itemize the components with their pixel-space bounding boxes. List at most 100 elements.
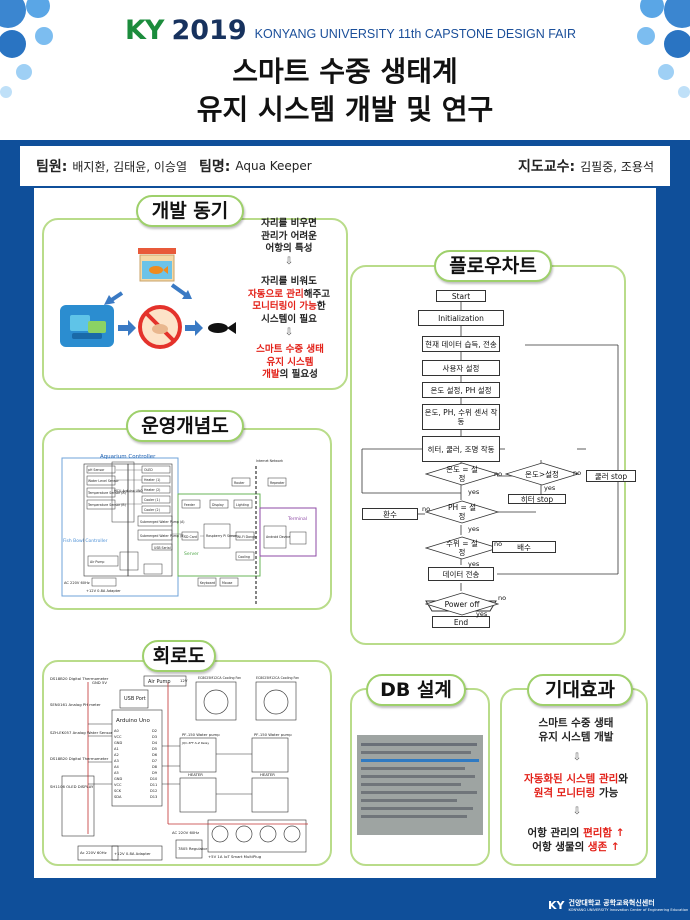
flow-start: Start <box>436 290 486 302</box>
motivation-text-3: 스마트 수중 생태 유지 시스템 개발의 필요성 <box>256 344 324 380</box>
down-arrow-icon: ⇩ <box>572 752 582 763</box>
circuit-diagram: DS18B20 Digital Thermometer SEN0161 Anal… <box>50 675 308 861</box>
advisor-names: 김필중, 조용석 <box>580 159 654 174</box>
flow-decision-power <box>425 592 499 616</box>
fair-year: 2019 <box>171 14 247 46</box>
flow-cooler-stop: 쿨러 stop <box>586 470 636 482</box>
fair-logo: KY 2019 KONYANG UNIVERSITY 11th CAPSTONE… <box>125 12 576 48</box>
flow-label-no: no <box>494 470 503 478</box>
flow-step-2: 사용자 설정 <box>422 360 500 376</box>
svg-text:PF-150 Water pump: PF-150 Water pump <box>182 732 220 737</box>
team-name: Aqua Keeper <box>235 159 312 173</box>
flow-change-water: 환수 <box>362 508 418 520</box>
svg-text:PF-150 Water pump: PF-150 Water pump <box>254 732 292 737</box>
fair-name: KONYANG UNIVERSITY 11th CAPSTONE DESIGN … <box>254 27 577 41</box>
motivation-illustration <box>60 248 236 349</box>
circuit-title: 회로도 <box>142 640 216 672</box>
advisor-label: 지도교수: <box>518 159 576 175</box>
motivation-text-1: 자리를 비우면 관리가 어려운 어항의 특성 <box>261 218 317 254</box>
svg-text:Lighting: Lighting <box>236 503 249 507</box>
svg-text:HEATER: HEATER <box>260 772 275 777</box>
svg-text:+5V 1A: +5V 1A <box>208 854 223 859</box>
svg-text:OLED: OLED <box>144 468 153 472</box>
svg-text:Keyboard: Keyboard <box>200 581 215 585</box>
concept-diagram: Aquarium Controller Fish Bowl Controller… <box>61 454 317 604</box>
svg-text:D6: D6 <box>152 753 158 757</box>
svg-text:A1: A1 <box>114 747 119 751</box>
flow-dec-2: 온도>설정 <box>525 469 559 479</box>
svg-text:DS18B20 Digital Thermometer: DS18B20 Digital Thermometer <box>50 676 109 681</box>
svg-text:D5: D5 <box>152 747 157 751</box>
poster-title-line-2: 유지 시스템 개발 및 연구 <box>196 93 494 126</box>
svg-text:D11: D11 <box>150 783 157 787</box>
flowchart-title: 플로우차트 <box>434 250 552 282</box>
svg-text:Air Pump: Air Pump <box>148 679 171 685</box>
adapter-label: +12V 0.8A Adapter <box>86 589 121 593</box>
down-arrow-icon: ⇩ <box>284 327 294 338</box>
svg-text:D10: D10 <box>150 777 158 781</box>
flow-label-yes: yes <box>476 610 488 618</box>
svg-text:EC8025M12CA Cooling Fan: EC8025M12CA Cooling Fan <box>256 676 299 680</box>
concept-title: 운영개념도 <box>126 410 244 442</box>
svg-text:EC8025M12CA Cooling Fan: EC8025M12CA Cooling Fan <box>198 676 241 680</box>
svg-text:Repeater: Repeater <box>270 481 285 485</box>
db-title: DB 설계 <box>366 674 466 706</box>
svg-text:GND 5V: GND 5V <box>92 680 107 685</box>
svg-text:IoT Smart MultiPlug: IoT Smart MultiPlug <box>224 854 262 859</box>
svg-text:USB Port: USB Port <box>124 696 146 702</box>
svg-text:Android Device: Android Device <box>266 535 290 539</box>
team-info-bar: 팀원: 배지환, 김태윤, 이승열 팀명: Aqua Keeper 지도교수: … <box>20 146 670 186</box>
bubble-decoration-right <box>637 0 690 98</box>
motivation-text-2: 자리를 비워도 자동으로 관리해주고 모니터링이 가능한 시스템이 필요 <box>248 276 330 325</box>
bubble-decoration-left <box>0 0 53 98</box>
flow-dec-5: Power off <box>444 599 480 609</box>
svg-text:Cooling: Cooling <box>238 555 250 559</box>
expect-text-3: 어항 관리의 편리함 ↑ 어항 생물의 생존 ↑ <box>527 827 625 853</box>
svg-text:D2: D2 <box>152 729 157 733</box>
svg-text:D4: D4 <box>152 741 158 745</box>
user-phone-icon <box>60 305 114 347</box>
svg-text:A5: A5 <box>114 771 119 775</box>
svg-text:SDA: SDA <box>114 795 122 799</box>
flow-init: Initialization <box>418 310 504 326</box>
svg-text:MCU Arduino UNO: MCU Arduino UNO <box>114 489 143 493</box>
expect-title: 기대효과 <box>527 674 633 706</box>
svg-text:HEATER: HEATER <box>188 772 203 777</box>
svg-text:Submerged Water Pump (A): Submerged Water Pump (A) <box>140 520 185 524</box>
svg-text:Air Pump: Air Pump <box>90 560 104 564</box>
aquarium-icon <box>138 248 176 282</box>
members-names: 배지환, 김태윤, 이승열 <box>72 159 187 174</box>
flow-decision-temp <box>425 462 499 486</box>
flow-dec-1: 온도 = 설정 <box>446 465 478 483</box>
svg-text:Ac 220V 60Hz: Ac 220V 60Hz <box>80 850 107 855</box>
svg-text:Cooler (1): Cooler (1) <box>144 498 160 502</box>
terminal-label: Terminal <box>287 516 307 522</box>
footer-org: 건양대학교 공학교육혁신센터 <box>568 899 655 907</box>
svg-text:SEN0161 Analog PH meter: SEN0161 Analog PH meter <box>50 702 101 707</box>
svg-text:Router: Router <box>234 481 245 485</box>
flow-heater-stop: 히터 stop <box>508 494 566 504</box>
fish-bowl-label: Fish Bowl Controller <box>63 538 108 544</box>
flow-step-5: 히터, 쿨러, 조명 작동 <box>422 436 500 462</box>
flow-label-yes: yes <box>468 525 480 533</box>
team-name-label: 팀명: <box>198 159 231 175</box>
svg-text:Heater (1): Heater (1) <box>144 478 160 482</box>
svg-text:GND: GND <box>114 777 122 781</box>
footer-logo: KY 건양대학교 공학교육혁신센터 KONYANG UNIVERSITY Inn… <box>548 896 688 914</box>
svg-text:D12: D12 <box>150 789 157 793</box>
svg-text:D9: D9 <box>152 771 158 775</box>
expect-text-1: 스마트 수중 생태 유지 시스템 개발 <box>538 717 614 743</box>
circuit-panel <box>42 660 332 866</box>
svg-text:VCC: VCC <box>114 735 122 739</box>
svg-text:Display: Display <box>212 503 224 507</box>
svg-text:A0: A0 <box>114 729 119 733</box>
svg-text:A4: A4 <box>114 765 119 769</box>
fish-icon <box>208 322 236 334</box>
svg-text:Water Level Sensor: Water Level Sensor <box>88 479 119 483</box>
flow-step-4: 온도, PH, 수위 센서 작동 <box>422 404 500 430</box>
flow-label-no: no <box>498 594 507 602</box>
db-table-screenshot <box>357 735 483 835</box>
down-arrow-icon: ⇩ <box>572 806 582 817</box>
svg-text:Submerged Water Pump (B): Submerged Water Pump (B) <box>140 534 185 538</box>
svg-text:Cooler (2): Cooler (2) <box>144 508 160 512</box>
